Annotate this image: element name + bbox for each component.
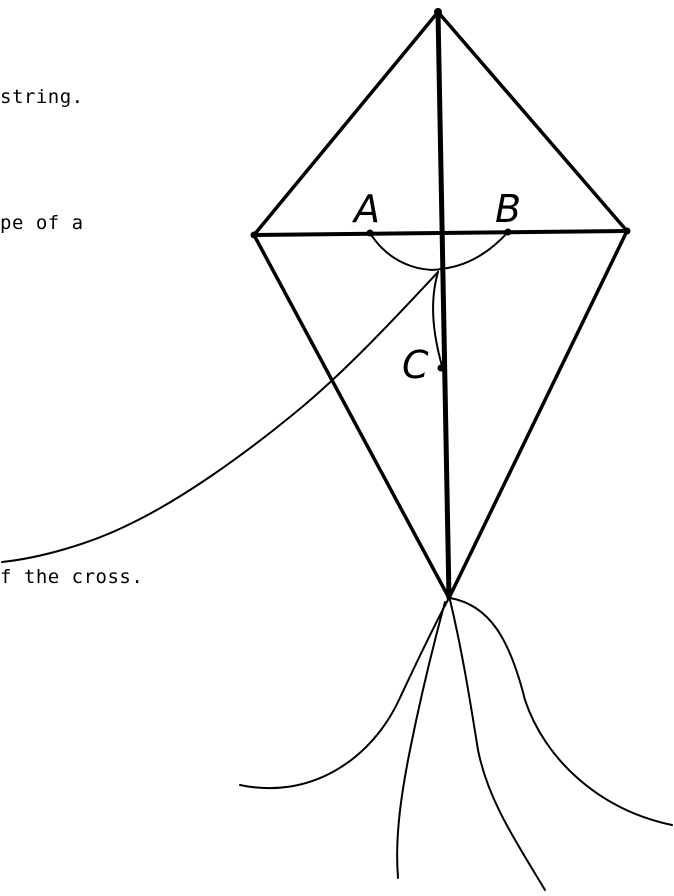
left-corner-point: [250, 231, 258, 239]
text-fragment-shape: pe of a: [0, 212, 84, 234]
bridle-arc-ab: [369, 231, 509, 271]
point-c: [437, 364, 445, 372]
point-a: [366, 229, 374, 237]
apex-point: [434, 8, 442, 16]
text-fragment-cross: f the cross.: [0, 566, 144, 588]
point-b: [504, 228, 512, 236]
flying-string: [1, 271, 439, 563]
text-fragment-string: string.: [0, 86, 84, 108]
label-c: C: [402, 343, 429, 387]
tail-string-2: [396, 601, 446, 879]
kite-crossbar: [252, 229, 629, 237]
tail-string-1: [239, 597, 450, 790]
kite-spine: [435, 9, 452, 601]
right-corner-point: [623, 227, 631, 235]
label-b: B: [495, 187, 521, 231]
tail-string-3: [449, 599, 546, 891]
tail-string-4: [449, 597, 673, 826]
bridle-string-c: [432, 271, 443, 367]
label-a: A: [351, 187, 380, 231]
